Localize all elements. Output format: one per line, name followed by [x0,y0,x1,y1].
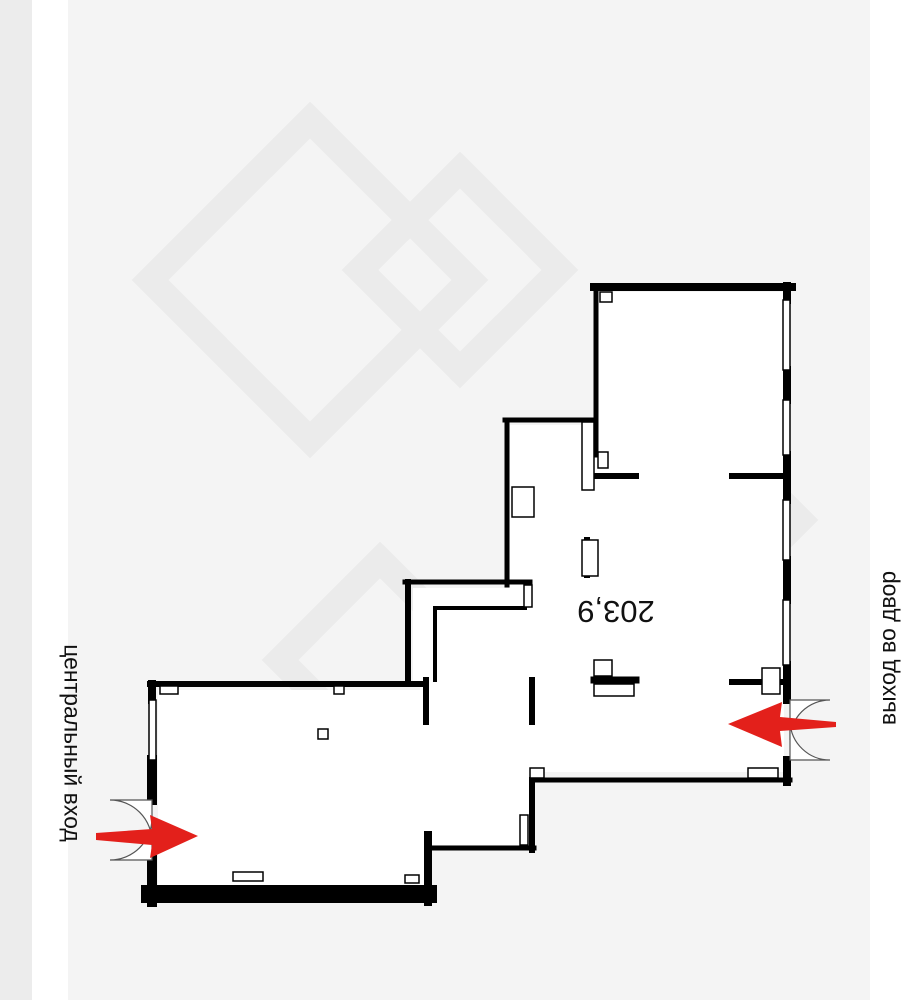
floor-area [158,292,784,896]
windows-and-columns [148,291,791,884]
walls [141,282,796,907]
area-label: 203,9 [577,594,655,629]
main-entrance-label: центральный вход [59,644,86,842]
right-margin-strip [870,0,908,1000]
door-yard-exit [789,699,831,761]
left-margin-strip [32,0,68,1000]
yard-exit-label: выход во двор [874,570,901,726]
red-arrow-left-icon [728,702,836,747]
red-arrow-right-icon [96,815,198,858]
